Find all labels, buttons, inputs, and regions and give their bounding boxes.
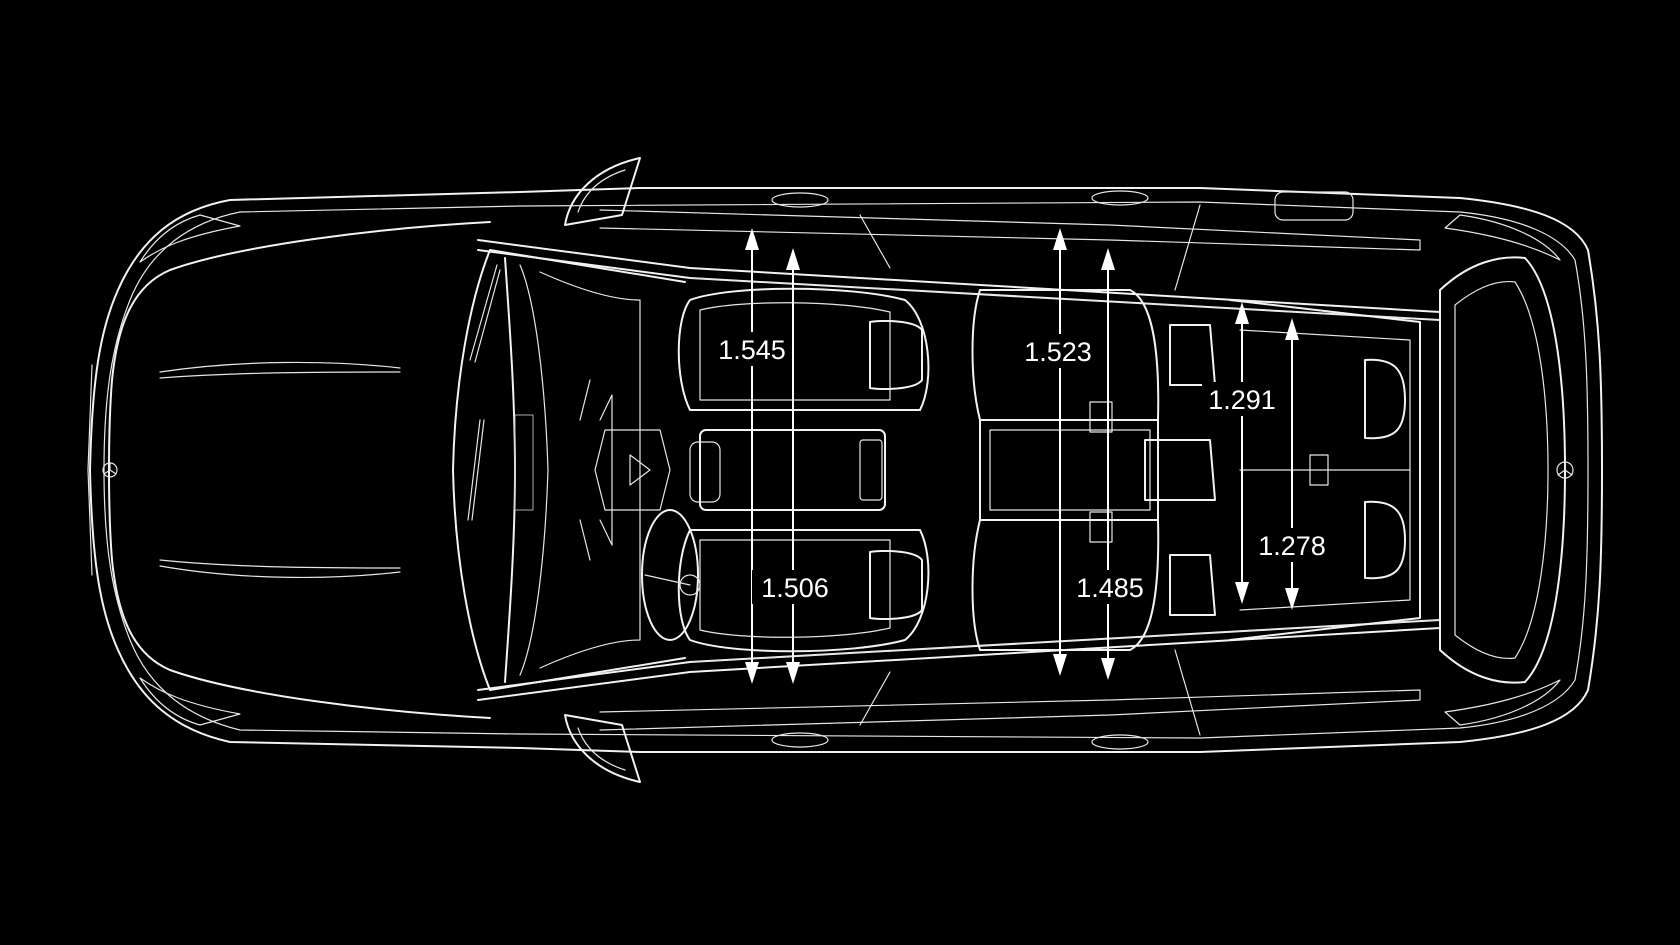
dim-label-third-shoulder: 1.291: [1208, 385, 1276, 415]
headrest-second-center: [1144, 439, 1216, 501]
body-outline: [89, 187, 1603, 753]
dim-second-elbow: 1.485: [1066, 248, 1150, 680]
dim-front-shoulder: 1.545: [710, 228, 794, 684]
mirror-left: [564, 157, 641, 226]
headlight-left: [139, 214, 241, 263]
second-row-seats: [971, 289, 1216, 651]
door-handle-front-left: [771, 192, 829, 208]
front-emblem: [102, 462, 118, 478]
dim-second-shoulder: 1.523: [1018, 228, 1102, 676]
fuel-flap: [1274, 191, 1354, 221]
hood: [87, 214, 491, 726]
dim-front-elbow: 1.506: [752, 248, 836, 684]
headrest-second-right: [1169, 554, 1216, 616]
headlight-right: [139, 677, 241, 726]
mirror-right: [564, 714, 641, 783]
dim-label-front-shoulder: 1.545: [718, 335, 786, 365]
seatbelt-buckle-left: [1089, 401, 1113, 433]
dim-label-front-elbow: 1.506: [761, 573, 829, 603]
gear-selector: [689, 441, 721, 503]
taillight-left: [1444, 214, 1561, 261]
tailgate: [1439, 214, 1574, 726]
headrest-front-left: [869, 320, 923, 390]
door-handle-rear-left: [1091, 190, 1149, 206]
headrest-third-right: [1364, 500, 1406, 580]
seatbelt-buckle-right: [1089, 511, 1113, 543]
steering-wheel: [641, 509, 701, 641]
dim-third-elbow: 1.278: [1250, 318, 1334, 610]
rear-emblem: [1556, 461, 1574, 479]
seatbelt-buckle-third: [1309, 454, 1329, 486]
front-seats: [579, 287, 930, 653]
door-handle-front-right: [771, 732, 829, 748]
taillight-right: [1444, 679, 1561, 726]
dim-label-third-elbow: 1.278: [1258, 531, 1326, 561]
dashboard-vent: [514, 414, 534, 511]
headrest-front-right: [869, 550, 923, 620]
dim-label-second-shoulder: 1.523: [1024, 337, 1092, 367]
dimension-lines: 1.545 1.506 1.523 1.485: [710, 228, 1334, 684]
door-handle-rear-right: [1091, 734, 1149, 750]
dim-third-shoulder: 1.291: [1202, 302, 1286, 604]
dim-label-second-elbow: 1.485: [1076, 573, 1144, 603]
third-row-seats: [1229, 299, 1421, 641]
headrest-third-left: [1364, 358, 1406, 440]
